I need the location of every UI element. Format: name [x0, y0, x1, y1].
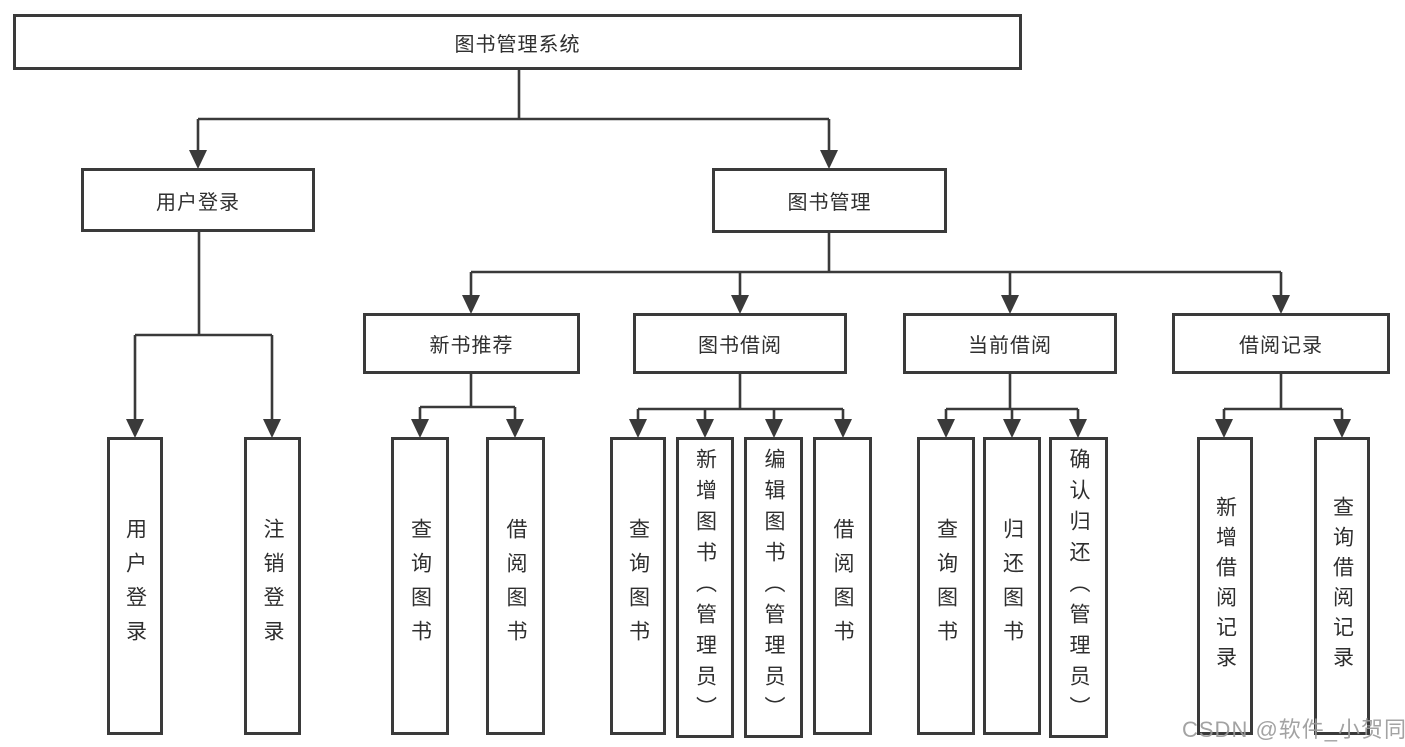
leaf-label: 借阅图书	[504, 518, 527, 654]
leaf-edit-book-admin: 编辑图书（管理员）	[744, 437, 803, 738]
leaf-label: 查询图书	[408, 518, 432, 654]
node-borrowing-records: 借阅记录	[1172, 313, 1390, 374]
leaf-label: 归还图书	[1000, 518, 1024, 654]
node-user-login: 用户登录	[81, 168, 315, 232]
leaf-confirm-return-admin: 确认归还（管理员）	[1049, 437, 1108, 738]
node-label: 新书推荐	[429, 335, 514, 357]
leaf-borrow-books-recommend: 借阅图书	[486, 437, 545, 735]
leaf-label: 查询图书	[934, 518, 958, 654]
leaf-label: 新增图书（管理员）	[693, 448, 717, 727]
node-library-management-system: 图书管理系统	[13, 14, 1022, 70]
node-label: 图书管理	[787, 192, 872, 214]
leaf-borrow-books-borrowing: 借阅图书	[813, 437, 872, 735]
leaf-label: 查询借阅记录	[1330, 496, 1354, 676]
node-label: 图书管理系统	[454, 33, 581, 56]
node-label: 图书借阅	[698, 335, 782, 357]
leaf-query-books-borrowing: 查询图书	[610, 437, 666, 735]
node-label: 用户登录	[156, 191, 240, 214]
leaf-query-borrow-record: 查询借阅记录	[1314, 437, 1370, 735]
leaf-label: 注销登录	[261, 518, 284, 654]
leaf-add-borrow-record: 新增借阅记录	[1197, 437, 1253, 735]
leaf-logout: 注销登录	[244, 437, 301, 735]
node-new-book-recommend: 新书推荐	[363, 313, 580, 374]
leaf-label: 借阅图书	[831, 518, 854, 654]
leaf-query-books-recommend: 查询图书	[391, 437, 449, 735]
node-book-borrowing: 图书借阅	[633, 313, 847, 374]
leaf-label: 查询图书	[626, 518, 650, 654]
leaf-query-books-current: 查询图书	[917, 437, 975, 735]
leaf-return-books: 归还图书	[983, 437, 1041, 735]
leaf-label: 用户登录	[123, 518, 147, 654]
leaf-user-login: 用户登录	[107, 437, 163, 735]
leaf-label: 编辑图书（管理员）	[762, 448, 785, 727]
node-current-borrowing: 当前借阅	[903, 313, 1117, 374]
leaf-add-book-admin: 新增图书（管理员）	[676, 437, 734, 738]
node-label: 当前借阅	[968, 335, 1052, 357]
leaf-label: 确认归还（管理员）	[1067, 448, 1090, 727]
node-book-management: 图书管理	[712, 168, 947, 233]
leaf-label: 新增借阅记录	[1213, 496, 1237, 676]
node-label: 借阅记录	[1239, 335, 1323, 357]
